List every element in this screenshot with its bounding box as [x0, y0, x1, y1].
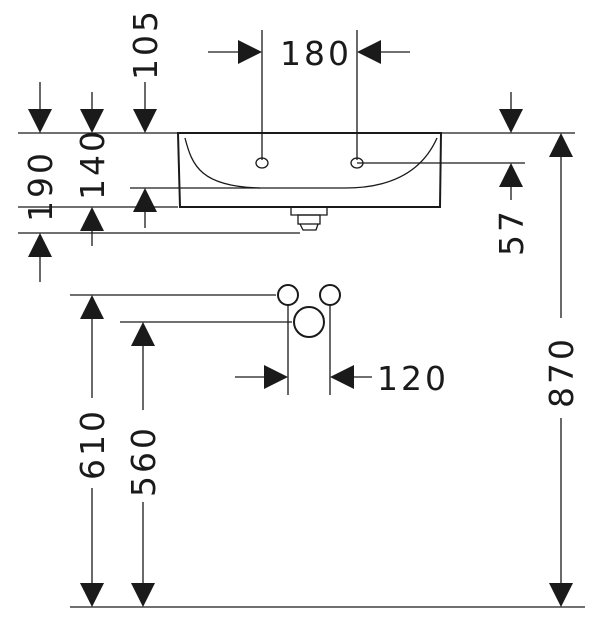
bowl-depth-arrow	[133, 188, 157, 228]
waste-tail	[299, 223, 319, 231]
dimension-label-610: 610	[73, 408, 112, 480]
dimension-label-105: 105	[126, 8, 165, 80]
basin-bowl-curve	[184, 137, 438, 189]
arrow-down	[499, 109, 523, 133]
arrow-down	[131, 583, 155, 607]
dimension-label-190: 190	[21, 150, 60, 222]
arrow-down	[28, 109, 52, 133]
dimension-190: 190	[21, 82, 60, 282]
arrow-down	[549, 583, 573, 607]
dimension-610: 610	[73, 295, 112, 607]
arrow-right	[264, 365, 288, 389]
basin-outline	[176, 132, 443, 208]
dimension-label-120: 120	[377, 359, 449, 398]
pipe-connections	[277, 284, 341, 338]
dimension-label-560: 560	[124, 425, 163, 497]
waste-pipe	[293, 306, 325, 338]
arrow-left	[330, 365, 354, 389]
dimension-140: 140	[73, 92, 112, 246]
dimension-label-180: 180	[280, 34, 352, 73]
dimension-560: 560	[124, 322, 163, 607]
dimension-180: 180	[208, 34, 410, 73]
arrow-up	[133, 188, 157, 212]
arrow-up	[131, 322, 155, 346]
dimension-870: 870	[542, 133, 581, 607]
dimension-label-870: 870	[542, 336, 581, 408]
arrow-down	[80, 583, 104, 607]
arrow-up	[80, 295, 104, 319]
arrow-up	[499, 163, 523, 187]
reference-lines	[18, 30, 585, 608]
arrow-up	[28, 233, 52, 257]
arrow-up	[549, 133, 573, 157]
dimension-label-57: 57	[492, 208, 531, 256]
dimension-label-140: 140	[73, 128, 112, 200]
arrow-up	[80, 207, 104, 231]
waste-outlet	[290, 207, 328, 216]
arrow-down	[80, 109, 104, 133]
dimension-57: 57	[492, 92, 531, 256]
supply-pipe-right	[319, 284, 341, 306]
arrow-down	[133, 109, 157, 133]
waste-nut	[297, 214, 321, 225]
supply-pipe-left	[277, 284, 299, 306]
dimension-120: 120	[235, 359, 449, 398]
arrow-left	[357, 40, 381, 64]
dimension-105: 105	[126, 8, 165, 133]
basin	[176, 132, 443, 231]
arrow-right	[238, 40, 262, 64]
